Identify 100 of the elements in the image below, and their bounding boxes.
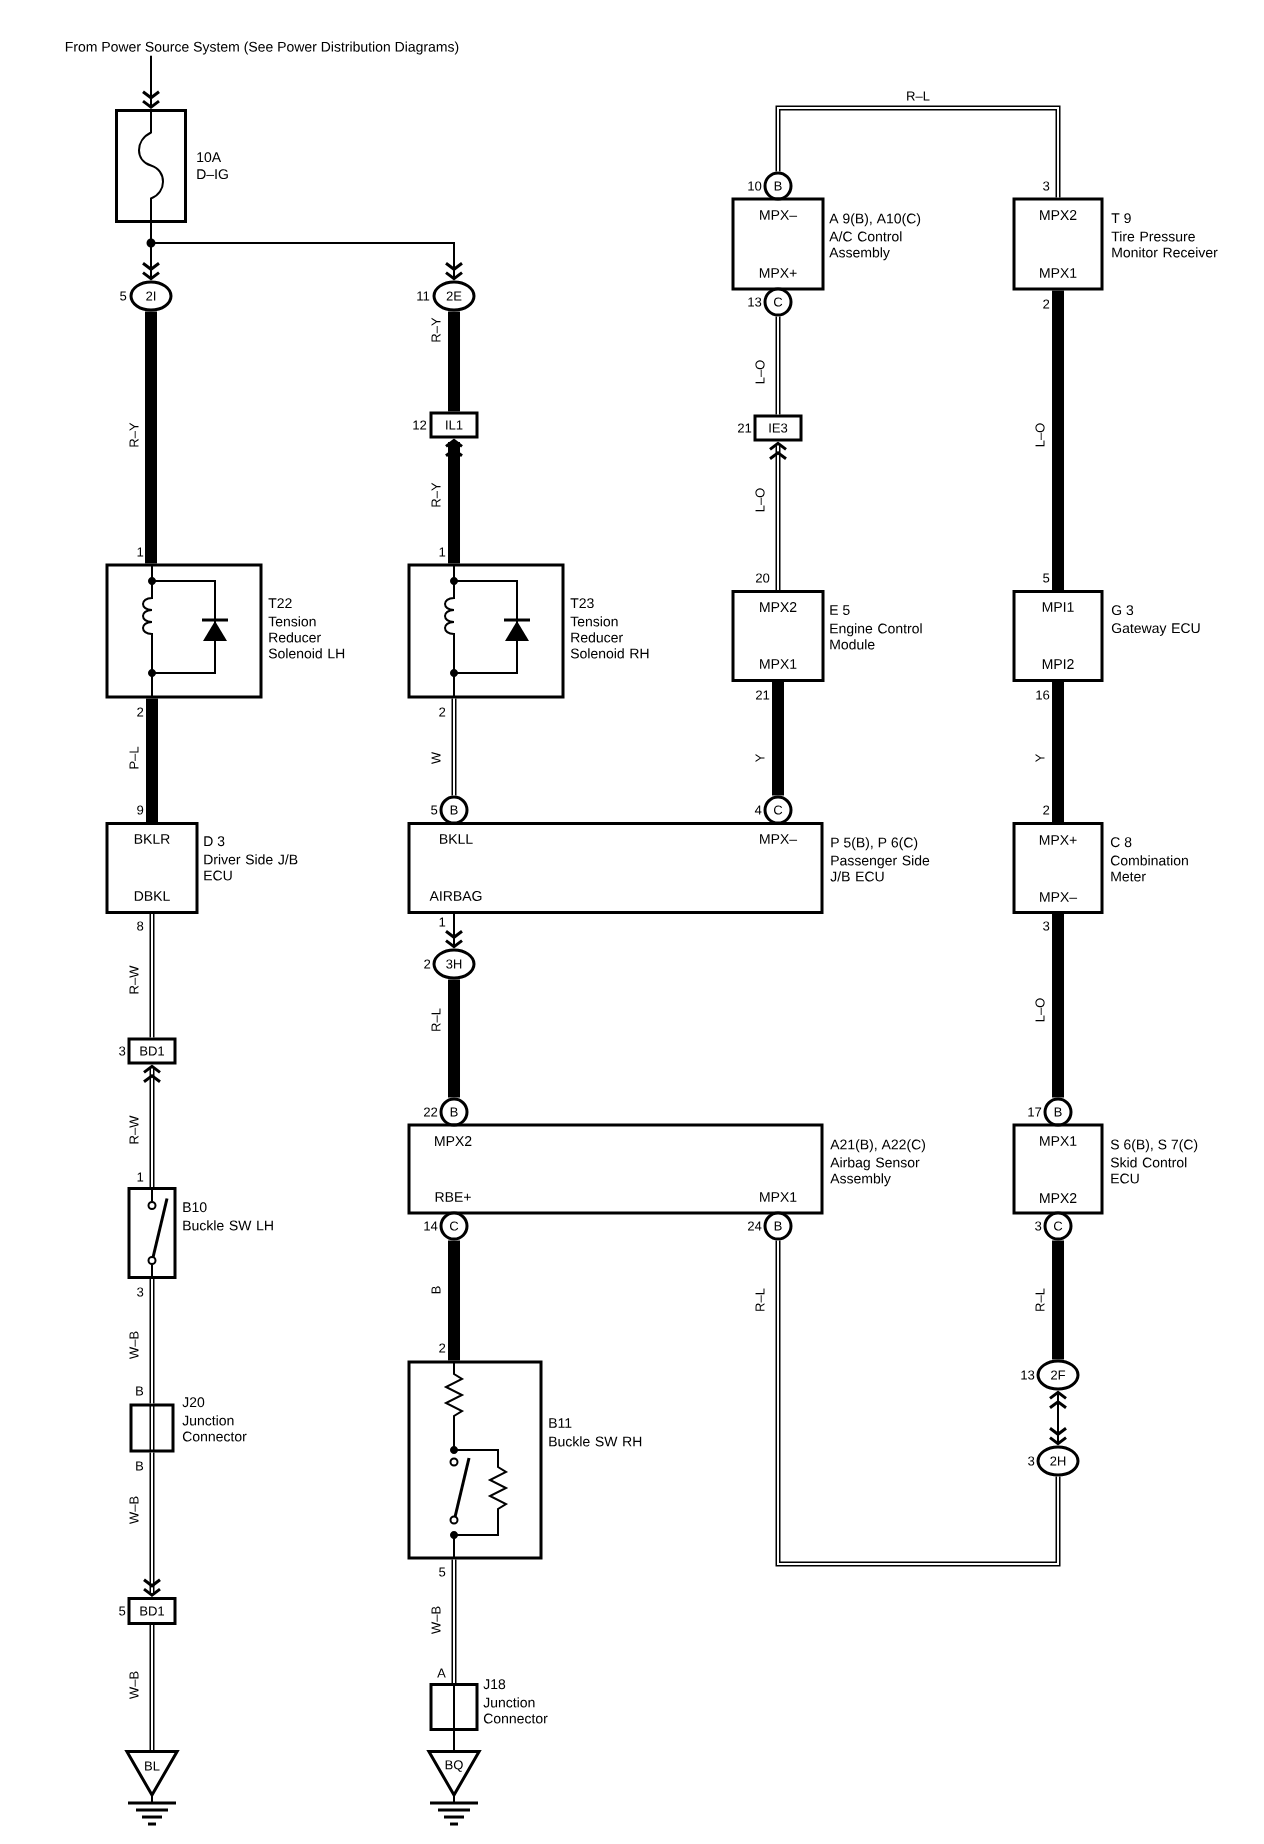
- pin-number: 2: [439, 1343, 446, 1353]
- wire: [448, 979, 460, 1098]
- pin-number: 3: [1035, 1221, 1042, 1231]
- component-label: G 3: [1111, 605, 1134, 616]
- wire: [146, 698, 158, 822]
- arrow: [142, 54, 160, 109]
- wire-color-label: R–Y: [128, 421, 140, 449]
- ecu-box: MPI1 MPI2: [1012, 590, 1104, 682]
- component-label: Tire Pressure Monitor Receiver: [1111, 231, 1218, 258]
- wire-color-label: R–W: [128, 964, 140, 996]
- component-label: Junction Connector: [483, 1697, 548, 1724]
- ecu-box: MPX2 MPX1: [1012, 197, 1104, 291]
- wire: [1049, 1390, 1067, 1446]
- connector-oval: 2I: [129, 280, 173, 312]
- component-label: Tension Reducer Solenoid RH: [570, 616, 649, 659]
- node-label: MPX–: [760, 834, 798, 844]
- wire: [1052, 1240, 1064, 1360]
- component-label: Airbag Sensor Assembly: [830, 1157, 920, 1187]
- wire-color-label: W–B: [128, 1494, 140, 1526]
- component-label: Buckle SW RH: [549, 1436, 642, 1447]
- pin-number: 3: [1028, 1456, 1035, 1466]
- wire-color-label: Y: [1034, 752, 1046, 764]
- wire: [451, 697, 457, 797]
- wire: [149, 1278, 155, 1405]
- node-label: AIRBAG: [429, 891, 482, 901]
- node-label: BKLR: [134, 834, 170, 844]
- pin-number: 9: [137, 805, 144, 815]
- pin-number: 8: [137, 921, 144, 931]
- pin-number: 2: [424, 959, 431, 969]
- node-label: MPX–: [760, 210, 798, 220]
- fuse-label: D–IG: [197, 169, 228, 180]
- wire: [775, 105, 1061, 199]
- node-label: MPI1: [1042, 602, 1074, 612]
- node-label: MPI2: [1042, 659, 1074, 669]
- pin-number: 3: [1043, 921, 1050, 931]
- component-label: A/C Control Assembly: [829, 231, 902, 261]
- component-label: Tension Reducer Solenoid LH: [268, 616, 345, 659]
- node-label: MPX2: [1040, 210, 1077, 220]
- wire: [769, 441, 787, 591]
- pin-number: 21: [756, 690, 770, 700]
- node-label: MPX2: [435, 1136, 472, 1146]
- pin-number: 1: [439, 547, 446, 557]
- wire-color-label: L–O: [754, 486, 766, 514]
- wire: [445, 438, 463, 564]
- pin-number: 17: [1028, 1107, 1042, 1117]
- component-label: Passenger Side J/B ECU: [830, 855, 930, 882]
- pin-number: 1: [137, 1172, 144, 1182]
- pin-number: 3: [137, 1287, 144, 1297]
- component-label: S 6(B), S 7(C): [1110, 1139, 1198, 1153]
- connector-box: IL1: [429, 411, 479, 439]
- node-label: BKLL: [440, 834, 473, 844]
- pin-number: 5: [119, 1606, 126, 1616]
- ecu-box: MPX2 RBE+ MPX1: [407, 1123, 824, 1215]
- pin-number: 14: [424, 1221, 438, 1231]
- component-label: Driver Side J/B ECU: [204, 854, 298, 881]
- ecu-box: MPX+ MPX–: [1012, 822, 1104, 914]
- pin-number: 2: [1043, 299, 1050, 309]
- connector-box: IE3: [753, 414, 803, 442]
- pin-number: 3: [1043, 181, 1050, 191]
- wire: [775, 315, 781, 416]
- ecu-box: BKLR DBKL: [105, 822, 199, 914]
- component-label: T 9: [1111, 213, 1131, 224]
- pin-number: 11: [417, 291, 430, 301]
- component-label: J20: [182, 1397, 205, 1408]
- connector-box: BD1: [127, 1597, 177, 1625]
- wire-color-label: Y: [754, 752, 766, 764]
- pin-number: 24: [748, 1221, 762, 1231]
- component-label: T23: [570, 598, 594, 609]
- wire: [150, 222, 463, 281]
- wire: [149, 1624, 155, 1751]
- component-label: Buckle SW LH: [183, 1220, 273, 1231]
- connector-oval: 2F: [1036, 1359, 1080, 1391]
- wire-color-label: R–Y: [430, 316, 442, 344]
- node-label: MPX1: [1040, 268, 1077, 278]
- wire-color-label: L–O: [754, 358, 766, 386]
- wire: [453, 1730, 455, 1751]
- component-label: B10: [183, 1202, 207, 1213]
- node-label: MPX1: [1040, 1136, 1077, 1146]
- pin-number: 13: [748, 297, 762, 307]
- pin-number: 22: [424, 1107, 438, 1117]
- wire: [145, 311, 157, 564]
- pin-number: 2: [439, 707, 446, 717]
- pin-number: B: [136, 1386, 144, 1396]
- component-label: Combination Meter: [1110, 855, 1188, 882]
- pin-number: 4: [754, 805, 762, 815]
- wire: [143, 1064, 161, 1188]
- component-label: Skid Control ECU: [1110, 1157, 1187, 1184]
- wire-color-label: P–L: [128, 745, 140, 771]
- component-label: B11: [549, 1418, 572, 1428]
- wire-color-label: R–Y: [430, 481, 442, 509]
- pin-number: 20: [756, 573, 770, 583]
- ecu-box: BKLL MPX– AIRBAG: [407, 822, 824, 914]
- wire: [1052, 914, 1064, 1098]
- wire-color-label: L–O: [1034, 996, 1046, 1024]
- wire: [1052, 290, 1064, 590]
- pin-number: 21: [738, 423, 752, 433]
- fuse-label: 10A: [197, 152, 222, 163]
- wire: [775, 1239, 1061, 1567]
- node-label: MPX2: [760, 602, 797, 612]
- component-label: C 8: [1110, 837, 1132, 848]
